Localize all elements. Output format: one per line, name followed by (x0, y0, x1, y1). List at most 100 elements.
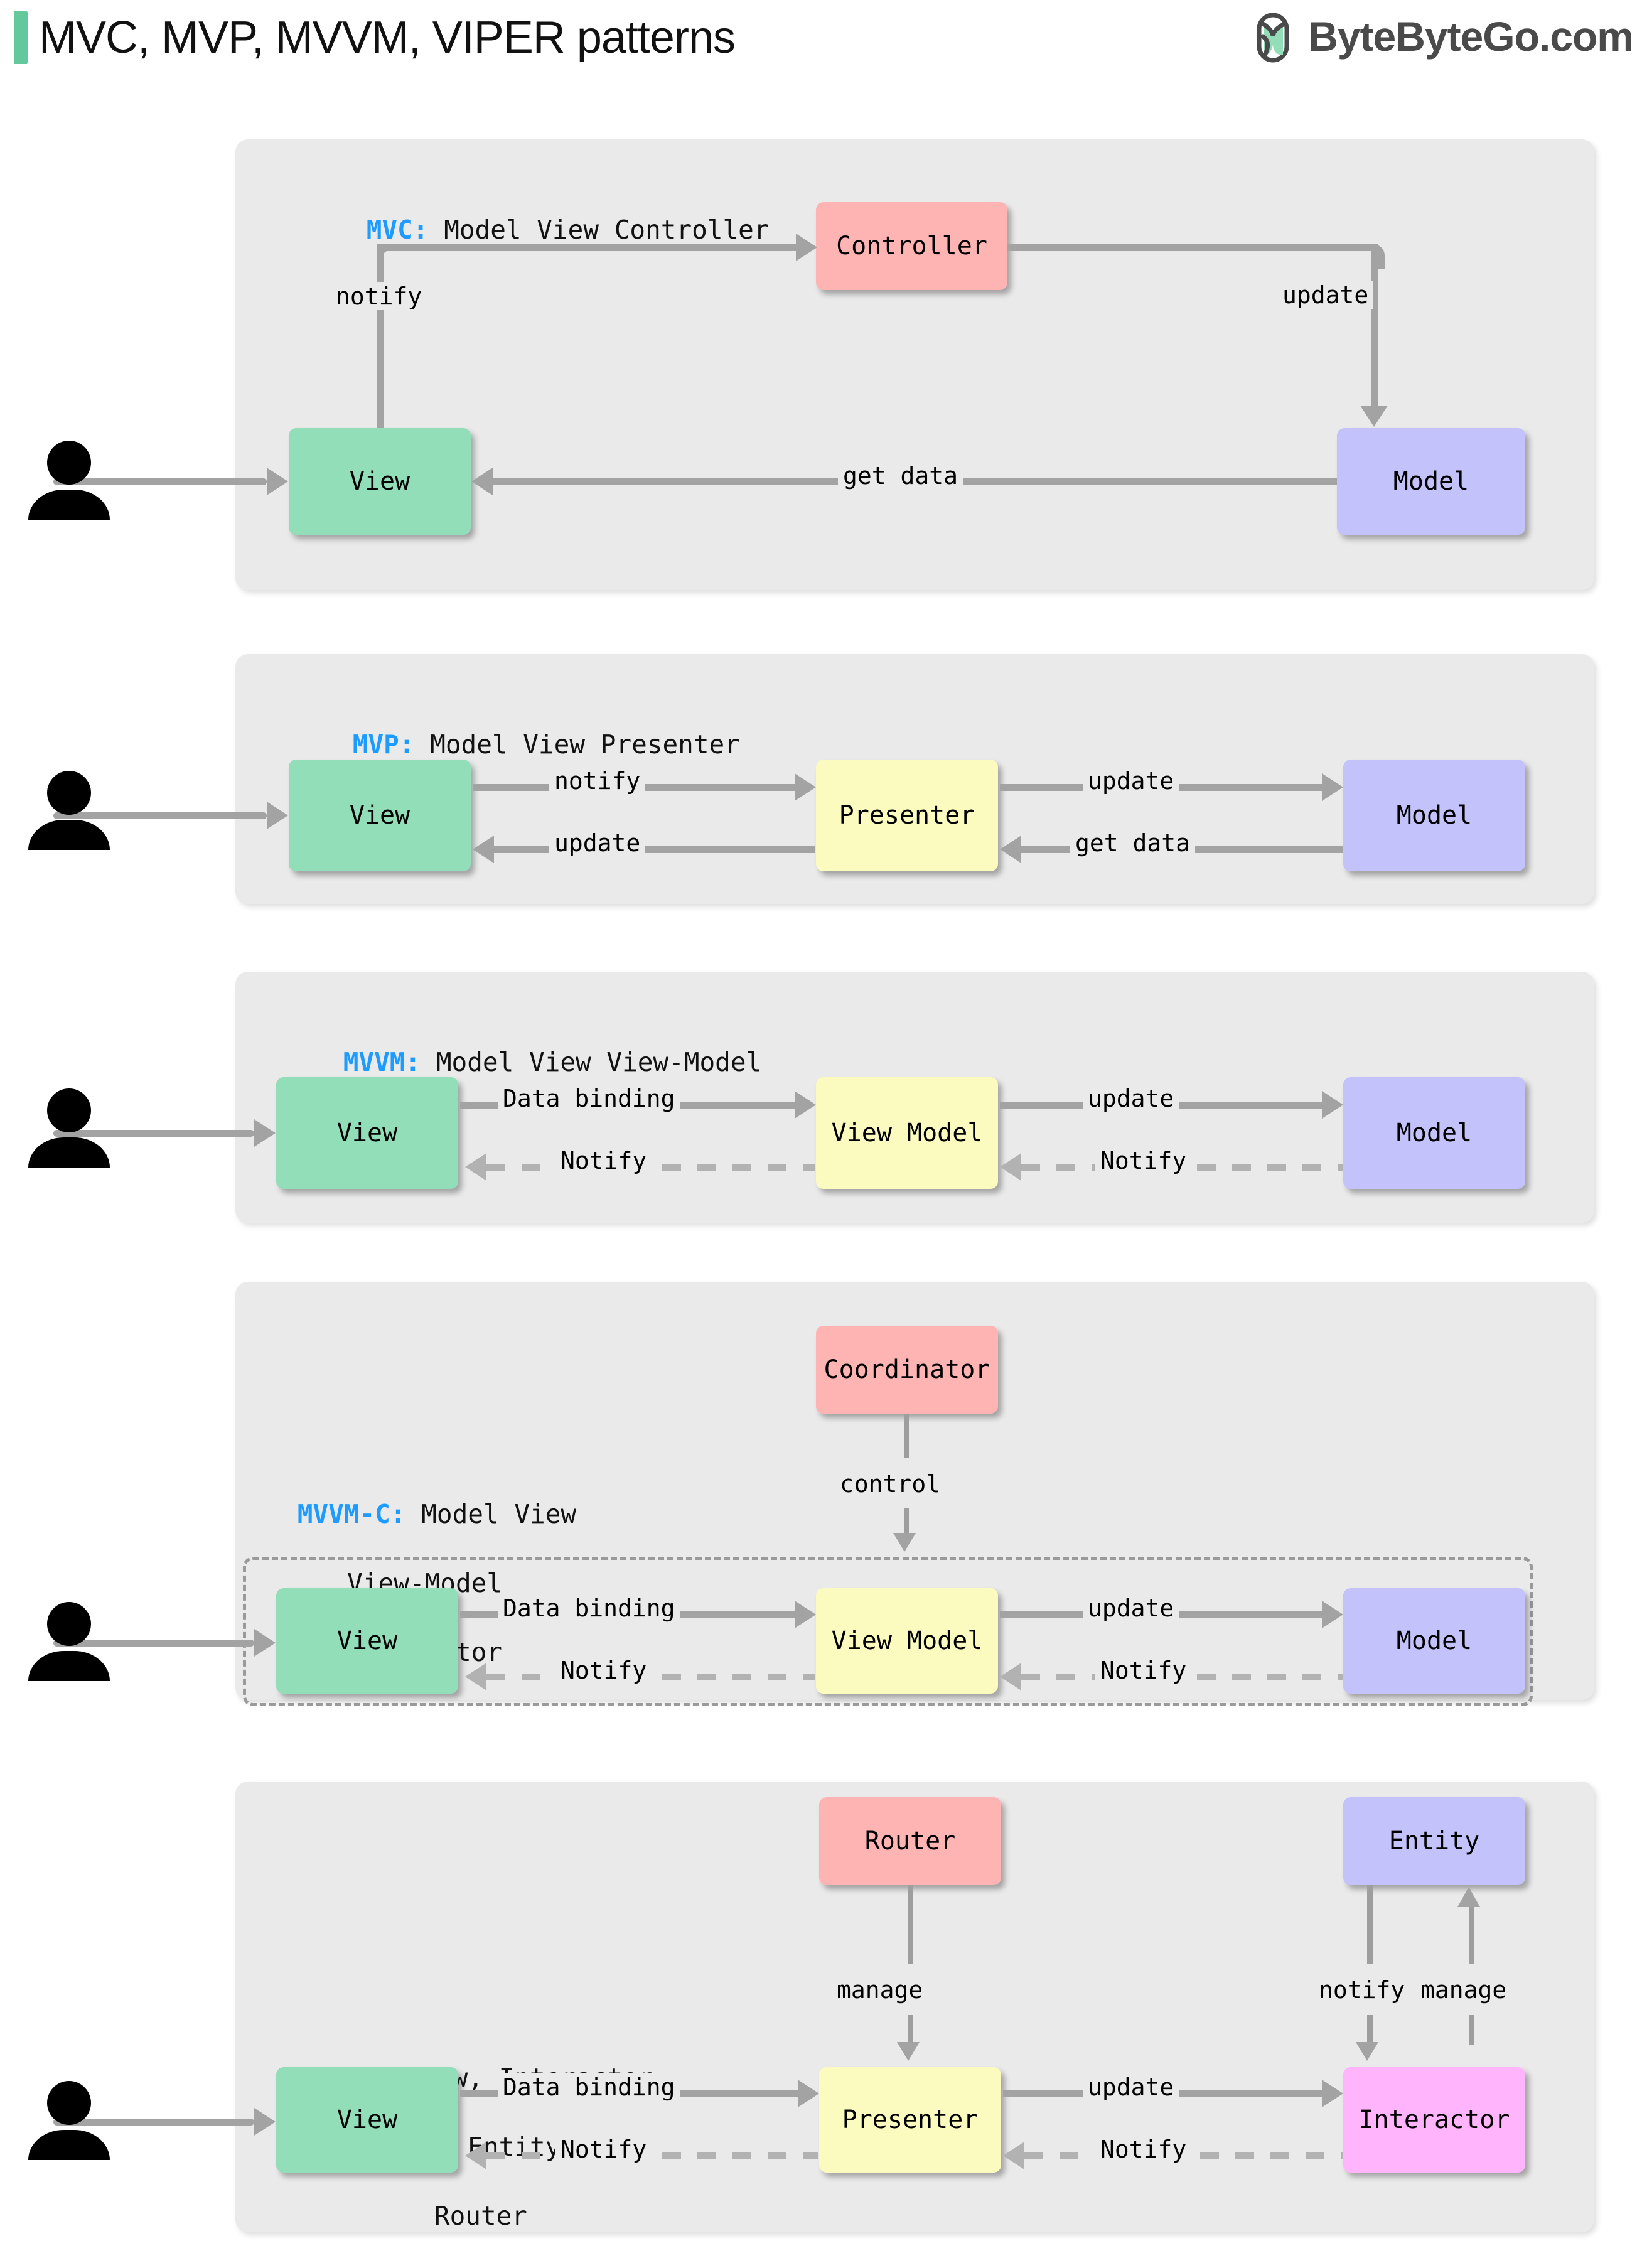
node-model[interactable]: Model (1343, 1077, 1525, 1189)
node-presenter[interactable]: Presenter (819, 2067, 1001, 2173)
node-controller[interactable]: Controller (816, 202, 1007, 290)
node-label: View (336, 1119, 398, 1147)
node-router[interactable]: Router (819, 1797, 1001, 1885)
edge-presenter-view-dashed (486, 2152, 818, 2159)
edge-view-controller-corner (377, 244, 401, 269)
edge-router-manage-arrowhead (897, 2042, 920, 2061)
edge-label-data-binding: Data binding (498, 1085, 680, 1112)
edge-label-data-binding: Data binding (498, 1594, 680, 1622)
section-title-mvvm: MVVM: Model View View-Model (281, 1011, 761, 1114)
node-label: Presenter (842, 2105, 979, 2134)
edge-view-viewmodel-arrowhead (795, 1601, 816, 1628)
edge-view-controller-vertical (377, 251, 384, 428)
node-view[interactable]: View (276, 2067, 458, 2173)
edge-label-notify: notify (1314, 1976, 1410, 2004)
edge-interactor-manage-line-bottom (1469, 2015, 1474, 2045)
edge-view-viewmodel-arrowhead (795, 1091, 816, 1119)
node-label: Controller (836, 232, 987, 261)
node-label: Interactor (1358, 2105, 1510, 2134)
actor-arrow-head-viper (254, 2108, 276, 2136)
node-view[interactable]: View (289, 760, 471, 871)
section-expansion-mvc: Model View Controller (444, 215, 770, 245)
page-header: MVC, MVP, MVVM, VIPER patterns ByteByteG… (0, 0, 1642, 74)
edge-view-controller-arrowhead (796, 234, 817, 261)
edge-entity-notify-arrowhead (1356, 2042, 1378, 2061)
page-title: MVC, MVP, MVVM, VIPER patterns (39, 13, 736, 63)
edge-interactor-presenter-arrowhead (1003, 2142, 1024, 2169)
section-title-mvc: MVC: Model View Controller (304, 178, 770, 282)
actor-arrow-head-mvvmc (254, 1629, 276, 1657)
edge-label-notify-presenter: Notify (1095, 2136, 1192, 2163)
edge-label-notify-2: Notify (1095, 1147, 1192, 1174)
edge-label-get-data: get data (1070, 829, 1196, 857)
person-head (47, 1602, 91, 1646)
user-person-icon-viper (28, 2081, 110, 2160)
node-view[interactable]: View (289, 428, 471, 535)
node-view[interactable]: View (276, 1077, 458, 1189)
edge-label-update: update (1083, 1085, 1179, 1112)
node-entity[interactable]: Entity (1343, 1797, 1525, 1885)
section-key-mvp: MVP: (352, 729, 415, 760)
edge-label-update-back: update (549, 829, 646, 857)
node-label: Router (864, 1827, 956, 1856)
node-interactor[interactable]: Interactor (1343, 2067, 1525, 2173)
edge-label-data-binding: Data binding (498, 2073, 680, 2101)
edge-presenter-view-line (494, 846, 815, 853)
node-presenter[interactable]: Presenter (816, 760, 998, 871)
bytebytego-leaf-logo-icon (1257, 13, 1289, 63)
node-label: View Model (831, 1119, 983, 1147)
edge-router-manage-line-top (908, 1885, 913, 1964)
edge-entity-notify-line-bottom (1367, 2015, 1373, 2045)
edge-label-update: update (1083, 2073, 1179, 2101)
node-model[interactable]: Model (1343, 1588, 1525, 1694)
mvvmc-group-dashed-box (243, 1557, 1533, 1706)
edge-presenter-interactor-arrowhead (1322, 2080, 1343, 2107)
person-head (47, 1088, 91, 1132)
edge-label-update: update (1083, 1594, 1179, 1622)
node-view-model[interactable]: View Model (816, 1077, 998, 1189)
edge-model-presenter-arrowhead (1000, 836, 1021, 863)
edge-viewmodel-model-arrowhead (1322, 1091, 1343, 1119)
person-head (47, 2081, 91, 2125)
section-expansion-mvp: Model View Presenter (430, 729, 740, 760)
edge-entity-notify-line-top (1367, 1885, 1373, 1964)
person-body (28, 820, 110, 850)
node-view-model[interactable]: View Model (816, 1588, 998, 1694)
edge-label-notify: notify (331, 282, 427, 310)
section-key-mvc: MVC: (366, 215, 429, 245)
section-expansion-line3: Router (434, 2201, 527, 2231)
edge-view-presenter-arrowhead (795, 773, 816, 801)
edge-label-notify: Notify (555, 1147, 652, 1174)
person-body (28, 490, 110, 520)
node-label: Coordinator (824, 1355, 990, 1384)
node-coordinator[interactable]: Coordinator (816, 1326, 998, 1414)
node-label: Model (1396, 1626, 1473, 1655)
node-label: Model (1396, 1119, 1473, 1147)
edge-viewmodel-model-arrowhead (1322, 1601, 1343, 1628)
edge-label-update: update (1083, 767, 1179, 795)
node-model[interactable]: Model (1343, 760, 1525, 871)
node-label: View (336, 1626, 398, 1655)
node-label: Entity (1388, 1827, 1480, 1856)
edge-viewmodel-view-arrowhead (465, 1663, 486, 1690)
user-person-icon-mvc (28, 441, 110, 520)
edge-controller-model-vertical (1371, 244, 1378, 407)
edge-label-notify: Notify (555, 1657, 652, 1684)
edge-label-manage: manage (832, 1976, 928, 2004)
node-label: Model (1393, 467, 1469, 496)
brand-name: ByteByteGo.com (1308, 13, 1634, 60)
edge-presenter-view-arrowhead (473, 836, 494, 863)
node-view[interactable]: View (276, 1588, 458, 1694)
node-label: Model (1396, 801, 1473, 830)
section-panel-viper: VIPER: View, Interactor, Presenter, Enti… (53, 1782, 1594, 2232)
edge-model-view-arrowhead (471, 468, 493, 495)
node-model[interactable]: Model (1337, 428, 1525, 535)
person-body (28, 1651, 110, 1681)
section-panel-mvc: MVC: Model View Controller Controller Vi… (53, 139, 1594, 590)
edge-label-get-data: get data (838, 462, 963, 490)
actor-arrow-line-mvp (53, 812, 267, 819)
edge-coordinator-control-line-top (904, 1414, 909, 1458)
edge-presenter-view-arrowhead (465, 2142, 486, 2169)
node-label: Presenter (839, 801, 975, 830)
edge-label-manage-2: manage (1415, 1976, 1512, 2004)
